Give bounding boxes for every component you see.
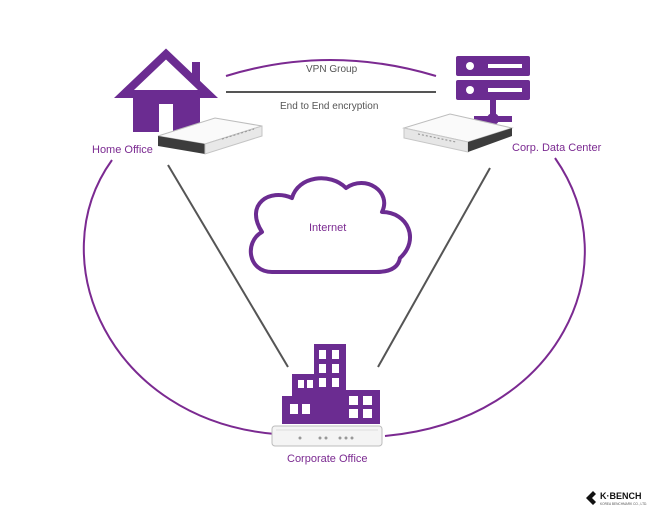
kbench-logo: K·BENCH KOREA BENCHMARK CO., LTD. (584, 489, 656, 507)
office-building-icon (282, 344, 380, 424)
server-rack-icon (456, 56, 530, 125)
home-router-device (157, 117, 263, 155)
datacenter-router-device (402, 113, 514, 153)
internet-label: Internet (309, 222, 346, 234)
vpn-arc-left (82, 159, 276, 435)
encryption-label: End to End encryption (280, 101, 378, 112)
svg-text:KOREA BENCHMARK CO., LTD.: KOREA BENCHMARK CO., LTD. (600, 502, 647, 506)
vpn-group-label: VPN Group (306, 64, 358, 75)
datacenter-label: Corp. Data Center (512, 142, 602, 154)
house-icon (114, 48, 218, 132)
corporate-router-device (271, 425, 383, 447)
vpn-arc-top (225, 59, 437, 77)
link-home-corporate (167, 164, 289, 368)
cloud-icon (248, 176, 412, 274)
vpn-arc-right (384, 157, 586, 437)
home-office-label: Home Office (92, 144, 153, 156)
svg-text:K·BENCH: K·BENCH (600, 491, 642, 501)
link-datacenter-corporate (377, 167, 491, 368)
corporate-office-label: Corporate Office (287, 453, 368, 465)
